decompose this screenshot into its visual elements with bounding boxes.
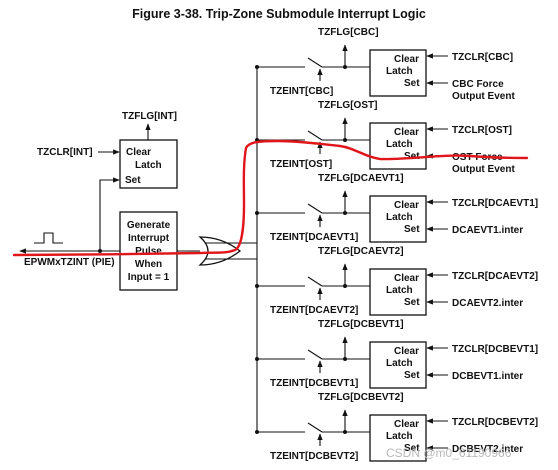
channel-latch-set-label: Set (404, 370, 420, 381)
channel-latch-box (369, 49, 427, 97)
channel-latch-box (369, 122, 427, 170)
switch-icon (307, 203, 323, 214)
channel-latch-set-label: Set (404, 443, 420, 454)
pulse-generator-box (119, 211, 178, 291)
pulse-gen-line-3: Pulse (135, 246, 162, 257)
int-latch-clear-label: Clear (126, 147, 151, 158)
channel-clear-label: TZCLR[DCBEVT2] (452, 417, 538, 428)
channel-enable-label: TZEINT[DCBEVT1] (270, 378, 358, 389)
int-latch-set-label: Set (125, 175, 141, 186)
channel-enable-label: TZEINT[DCAEVT2] (270, 305, 358, 316)
or-gate-icon (177, 236, 242, 266)
watermark-text: CSDN @m0_61190966 (386, 446, 512, 460)
int-latch-latch-label: Latch (135, 160, 162, 171)
channel-latch-clear-label: Clear (394, 127, 419, 138)
channel-latch-clear-label: Clear (394, 200, 419, 211)
channel-latch-box (369, 341, 427, 389)
channel-flag-label: TZFLG[CBC] (318, 27, 379, 38)
channel-clear-label: TZCLR[DCBEVT1] (452, 344, 538, 355)
channel-latch-clear-label: Clear (394, 346, 419, 357)
int-flag-label: TZFLG[INT] (122, 111, 177, 122)
figure-title: Figure 3-38. Trip-Zone Submodule Interru… (132, 7, 426, 21)
switch-icon (307, 57, 323, 68)
channel-latch-box (369, 414, 427, 462)
channel-latch-set-label: Set (404, 151, 420, 162)
int-clear-label: TZCLR[INT] (37, 147, 93, 158)
channel-latch-latch-label: Latch (386, 66, 413, 77)
channel-set-label-1: Output Event (452, 91, 515, 102)
pulse-gen-line-2: Interrupt (128, 233, 170, 244)
channel-latch-latch-label: Latch (386, 285, 413, 296)
channel-enable-label: TZEINT[DCAEVT1] (270, 232, 358, 243)
switch-icon (307, 130, 323, 141)
int-output-label: EPWMxTZINT (PIE) (24, 257, 115, 268)
switch-icon (307, 276, 323, 287)
red-annotation-stroke (12, 139, 529, 257)
channel-flag-label: TZFLG[DCAEVT1] (318, 173, 404, 184)
channel-set-label-0: DCAEVT2.inter (452, 298, 523, 309)
channel-flag-label: TZFLG[OST] (318, 100, 377, 111)
channel-set-label-0: CBC Force (452, 79, 504, 90)
channel-latch-box (369, 195, 427, 243)
channel-clear-label: TZCLR[OST] (452, 125, 512, 136)
switch-icon (307, 349, 323, 360)
pulse-waveform-icon (34, 232, 63, 244)
channel-enable-label: TZEINT[OST] (270, 159, 332, 170)
int-block: Clear Latch Set TZFLG[INT] TZCLR[INT] Ge… (19, 111, 178, 291)
channel-set-label-0: DCBEVT2.inter (452, 444, 523, 455)
pulse-gen-line-1: Generate (127, 220, 171, 231)
channel-flag-label: TZFLG[DCAEVT2] (318, 246, 404, 257)
channel-latch-latch-label: Latch (386, 212, 413, 223)
pulse-gen-line-4: When (135, 259, 162, 270)
channel-clear-label: TZCLR[DCAEVT2] (452, 271, 538, 282)
channel-latch-clear-label: Clear (394, 273, 419, 284)
channel-set-label-0: DCAEVT1.inter (452, 225, 523, 236)
channel-latch-latch-label: Latch (386, 358, 413, 369)
channel-set-label-1: Output Event (452, 164, 515, 175)
channel-clear-label: TZCLR[DCAEVT1] (452, 198, 538, 209)
channel-set-label-0: DCBEVT1.inter (452, 371, 523, 382)
channel-latch-box (369, 268, 427, 316)
channel-latch-set-label: Set (404, 297, 420, 308)
channel-clear-label: TZCLR[CBC] (452, 52, 513, 63)
channel-latch-latch-label: Latch (386, 431, 413, 442)
channel-latch-clear-label: Clear (394, 54, 419, 65)
pulse-gen-line-5: Input = 1 (128, 272, 170, 283)
channel-latch-set-label: Set (404, 224, 420, 235)
channel-latch-latch-label: Latch (386, 139, 413, 150)
channel-flag-label: TZFLG[DCBEVT1] (318, 319, 404, 330)
channel-enable-label: TZEINT[DCBEVT2] (270, 451, 358, 462)
channel-flag-label: TZFLG[DCBEVT2] (318, 392, 404, 403)
switch-icon (307, 422, 323, 433)
channel-enable-label: TZEINT[CBC] (270, 86, 333, 97)
channel-latch-clear-label: Clear (394, 419, 419, 430)
channel-latch-set-label: Set (404, 78, 420, 89)
int-latch-box (119, 139, 178, 189)
